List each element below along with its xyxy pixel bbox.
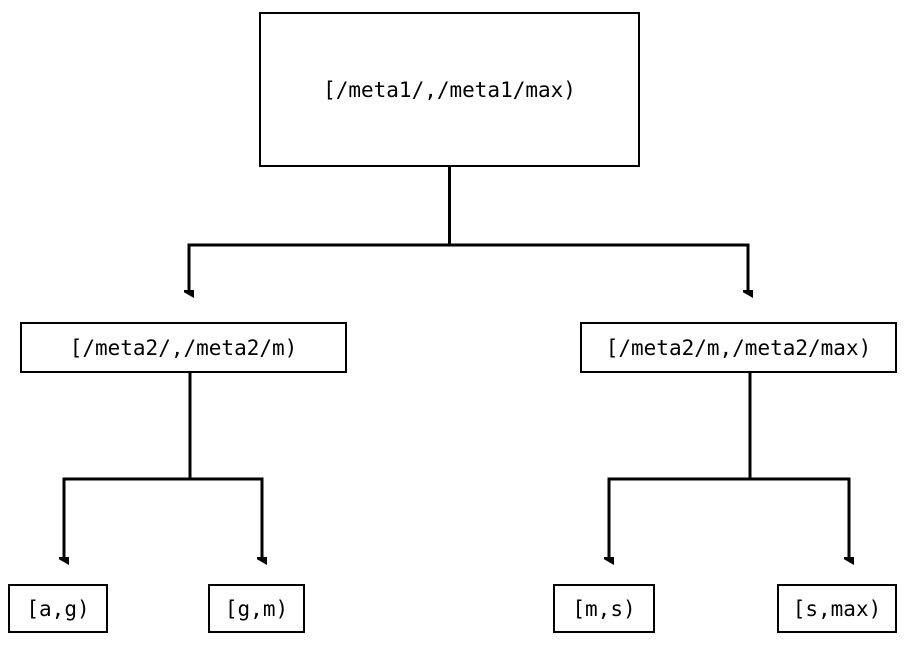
- node-leaf-1[interactable]: [a,g): [8, 584, 108, 633]
- node-leaf-2[interactable]: [g,m): [208, 584, 305, 633]
- node-leaf-4-label: [s,max): [792, 596, 882, 621]
- node-leaf-1-label: [a,g): [26, 596, 90, 621]
- node-mid-left[interactable]: [/meta2/,/meta2/m): [20, 322, 347, 373]
- node-leaf-3[interactable]: [m,s): [553, 584, 655, 633]
- node-leaf-4[interactable]: [s,max): [777, 584, 897, 633]
- node-root-label: [/meta1/,/meta1/max): [323, 77, 576, 102]
- node-root[interactable]: [/meta1/,/meta1/max): [259, 12, 640, 167]
- node-mid-right[interactable]: [/meta2/m,/meta2/max): [580, 322, 897, 373]
- edge-root-to-mid-left: [189, 167, 451, 290]
- node-leaf-2-label: [g,m): [224, 596, 289, 621]
- node-leaf-3-label: [m,s): [572, 596, 636, 621]
- edge-mid-right-to-leaf-3: [609, 373, 752, 557]
- edge-mid-right-to-leaf-4: [748, 373, 849, 557]
- edge-mid-left-to-leaf-2: [188, 373, 262, 557]
- edge-root-to-mid-right: [448, 167, 749, 290]
- node-mid-left-label: [/meta2/,/meta2/m): [69, 335, 298, 360]
- node-mid-right-label: [/meta2/m,/meta2/max): [605, 335, 872, 360]
- edge-mid-left-to-leaf-1: [64, 373, 192, 557]
